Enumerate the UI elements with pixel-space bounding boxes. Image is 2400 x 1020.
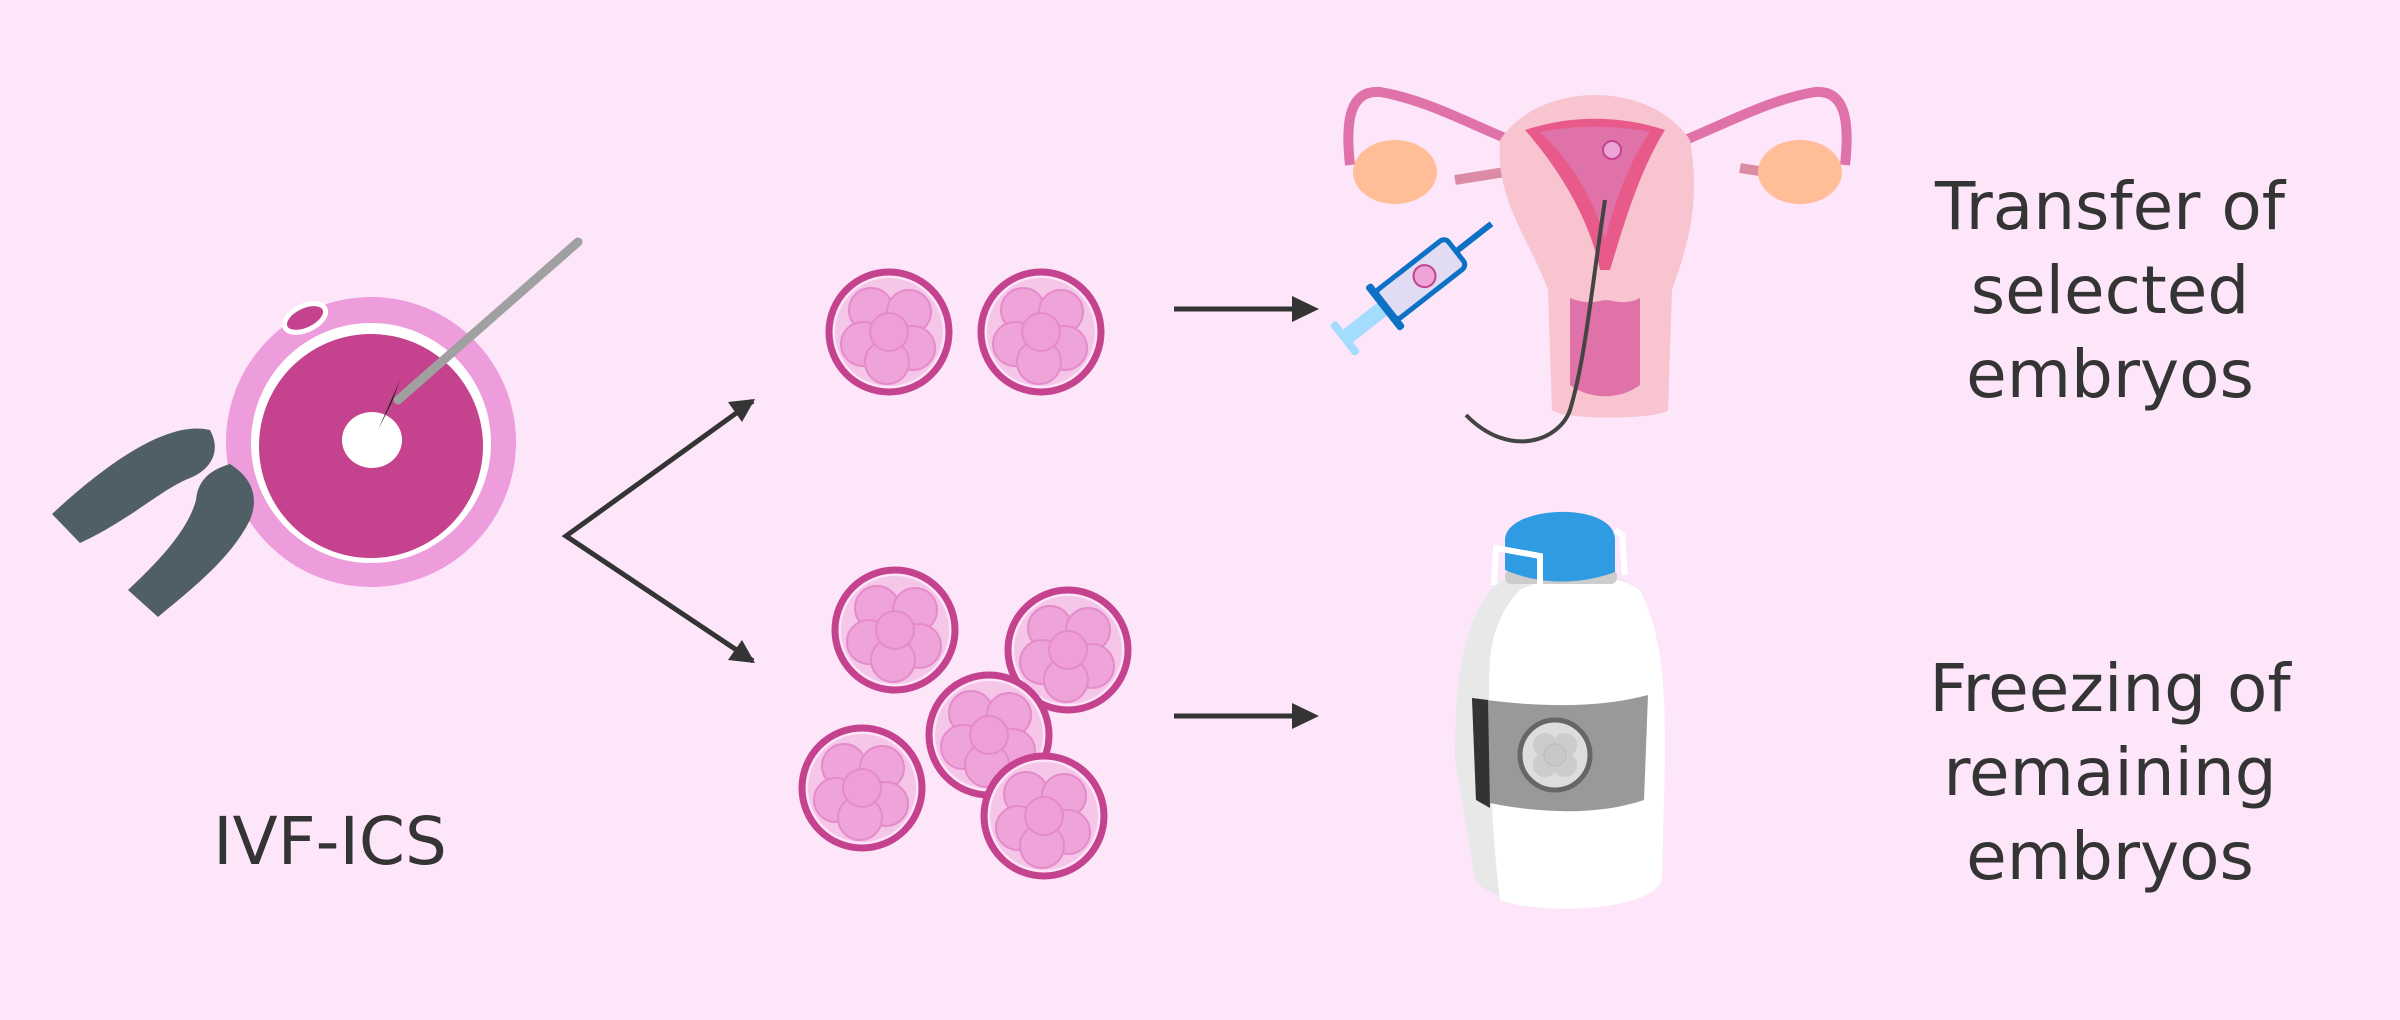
remaining-embryos (802, 570, 1128, 876)
tank-cap (1505, 511, 1615, 582)
syringe-icon (1330, 221, 1494, 356)
branch-arrows (561, 398, 755, 664)
embryo (802, 728, 922, 848)
transfer-label-line: Transfer of (1935, 168, 2285, 245)
icsi-illustration (52, 237, 583, 617)
tank-handle (1491, 544, 1543, 595)
holding-pipette (52, 428, 254, 617)
transfer-label-line: selected (1970, 252, 2250, 329)
transfer-label-line: embryos (1966, 336, 2254, 413)
polar-body (281, 301, 329, 335)
transfer-label: Transfer of selected embryos (1900, 165, 2320, 417)
nucleus (342, 412, 402, 468)
arrow-up-head (728, 399, 755, 422)
embryo (981, 272, 1101, 392)
arrow-down-head (728, 640, 755, 663)
fallopian-tube-right (1658, 86, 1852, 166)
vagina (1570, 298, 1640, 397)
fallopian-tube-left (1343, 86, 1537, 166)
arrow-head (1292, 296, 1319, 322)
embryo (829, 272, 949, 392)
micro-needle (378, 237, 583, 430)
freezing-label-line: Freezing of (1929, 650, 2291, 727)
freezing-label: Freezing of remaining embryos (1900, 647, 2320, 899)
freezing-label-line: remaining (1943, 734, 2277, 811)
ovary-right (1758, 140, 1842, 204)
arrow-head (1292, 703, 1319, 729)
embryo (984, 756, 1104, 876)
catheter (1464, 199, 1607, 444)
freezing-label-line: embryos (1966, 818, 2254, 895)
cryo-tank-icon (1455, 511, 1665, 909)
transferred-embryo (1602, 140, 1622, 160)
uterus-illustration (1330, 86, 1852, 444)
selected-embryos (829, 272, 1101, 392)
ovary-left (1353, 140, 1437, 204)
embryo (835, 570, 955, 690)
ivf-icsi-label: IVF-ICS (213, 803, 447, 880)
